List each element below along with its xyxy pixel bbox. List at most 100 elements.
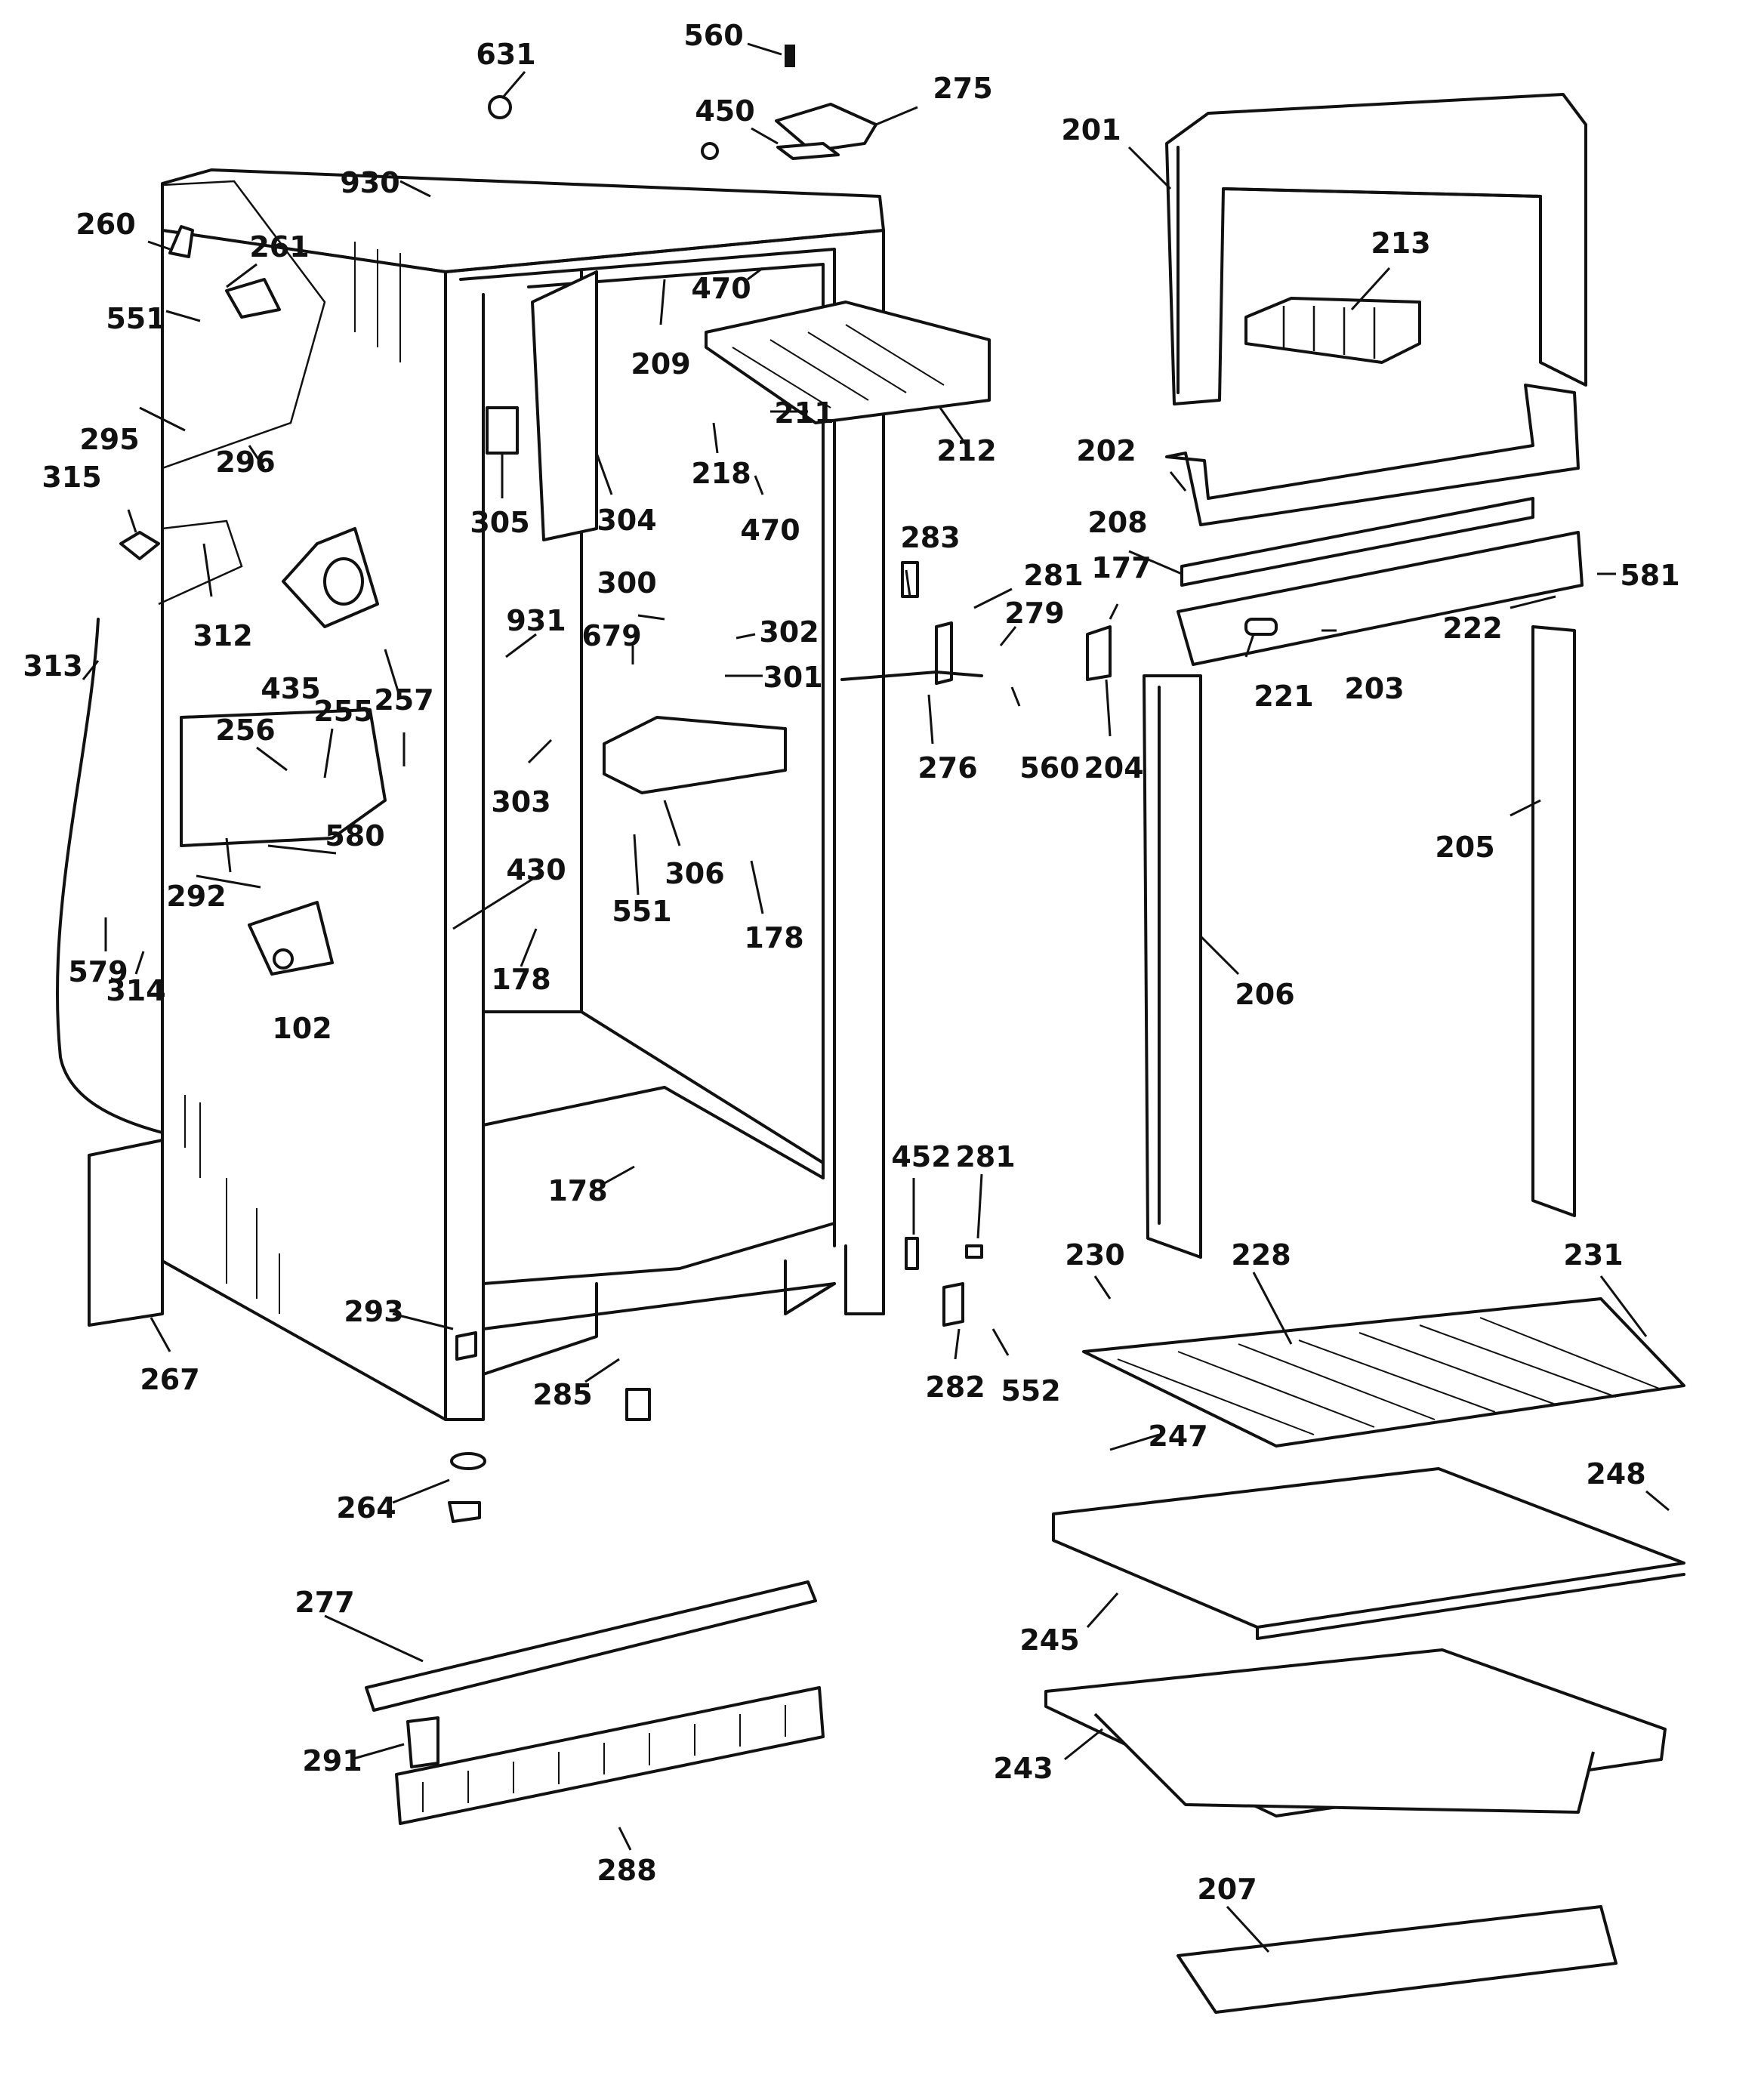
- label-679: 679: [581, 619, 641, 652]
- label-205: 205: [1435, 831, 1494, 864]
- label-295: 295: [79, 423, 139, 456]
- label-288: 288: [597, 1854, 656, 1887]
- label-303: 303: [491, 785, 550, 819]
- label-579: 579: [68, 955, 128, 988]
- label-470-top: 470: [691, 272, 751, 305]
- left-small-parts: [56, 225, 651, 1523]
- label-302: 302: [759, 615, 819, 649]
- label-551-left: 551: [106, 302, 165, 335]
- label-264: 264: [336, 1491, 396, 1525]
- label-315: 315: [42, 461, 101, 494]
- label-206: 206: [1235, 978, 1294, 1011]
- label-260: 260: [76, 208, 135, 241]
- label-306: 306: [665, 857, 724, 890]
- label-218: 218: [691, 457, 751, 490]
- label-931: 931: [506, 604, 566, 637]
- label-285: 285: [532, 1378, 592, 1411]
- label-631: 631: [476, 38, 535, 71]
- label-204: 204: [1084, 751, 1143, 785]
- label-212: 212: [936, 434, 996, 467]
- label-452: 452: [891, 1140, 951, 1173]
- label-552: 552: [1001, 1374, 1060, 1407]
- label-178-right: 178: [744, 921, 803, 954]
- crisper-pan: [1044, 1648, 1667, 1817]
- label-313: 313: [23, 649, 82, 683]
- label-430: 430: [506, 853, 566, 886]
- label-257: 257: [374, 683, 433, 717]
- label-277: 277: [295, 1586, 354, 1619]
- control-housing: [486, 270, 598, 541]
- label-470-mid: 470: [740, 513, 800, 547]
- label-435: 435: [261, 672, 320, 705]
- mullion-strips: [1177, 497, 1584, 666]
- top-hinge-assembly: [488, 45, 877, 160]
- label-450: 450: [695, 94, 754, 128]
- label-305: 305: [470, 506, 529, 539]
- label-282: 282: [925, 1370, 985, 1404]
- label-581: 581: [1620, 559, 1679, 592]
- part-labels: 631 560 275 450 201 213 930 260 261 470 …: [23, 19, 1679, 1906]
- label-301: 301: [763, 661, 822, 694]
- label-202: 202: [1076, 434, 1136, 467]
- label-560-top: 560: [683, 19, 743, 52]
- label-222: 222: [1442, 612, 1502, 645]
- label-283: 283: [900, 521, 960, 554]
- label-213: 213: [1371, 227, 1430, 260]
- freezer-door-shelf: [1165, 384, 1580, 526]
- label-228: 228: [1231, 1238, 1291, 1272]
- label-580: 580: [325, 819, 384, 852]
- label-255: 255: [313, 695, 373, 728]
- label-247: 247: [1148, 1420, 1207, 1453]
- label-275: 275: [933, 72, 992, 105]
- toe-grille: [395, 1686, 825, 1825]
- label-291: 291: [302, 1744, 362, 1777]
- label-208: 208: [1087, 506, 1147, 539]
- label-312: 312: [193, 619, 252, 652]
- label-560-mid: 560: [1019, 751, 1079, 785]
- label-209: 209: [631, 347, 690, 381]
- label-256: 256: [215, 714, 275, 747]
- label-296: 296: [215, 446, 275, 479]
- label-300: 300: [597, 566, 656, 600]
- label-279: 279: [1004, 597, 1064, 630]
- middle-hinge-parts: [840, 561, 1112, 685]
- ice-tray: [1244, 297, 1421, 364]
- label-304: 304: [597, 504, 656, 537]
- thermostat-module: [603, 716, 787, 794]
- door-side-panels: [1143, 625, 1576, 1259]
- label-178-floor: 178: [547, 1174, 607, 1207]
- label-177: 177: [1091, 551, 1151, 584]
- freezer-shelf: [705, 301, 991, 424]
- label-203: 203: [1344, 672, 1404, 705]
- dairy-door-bin: [1177, 1905, 1618, 2014]
- label-178-mid: 178: [491, 963, 550, 996]
- label-230: 230: [1065, 1238, 1124, 1272]
- label-261: 261: [249, 230, 309, 264]
- label-276: 276: [917, 751, 977, 785]
- label-293: 293: [344, 1295, 403, 1328]
- label-245: 245: [1019, 1623, 1079, 1657]
- label-551-mid: 551: [612, 895, 671, 928]
- label-281-mid: 281: [1023, 559, 1083, 592]
- label-201: 201: [1061, 113, 1121, 146]
- label-231: 231: [1563, 1238, 1623, 1272]
- cabinet-cutout-outline: [158, 180, 326, 606]
- label-930: 930: [340, 166, 399, 199]
- label-248: 248: [1586, 1457, 1645, 1491]
- label-243: 243: [993, 1752, 1053, 1785]
- crisper-cover: [1052, 1467, 1685, 1640]
- label-292: 292: [166, 880, 226, 913]
- label-314: 314: [106, 974, 165, 1007]
- leader-lines: [82, 42, 1670, 1953]
- label-267: 267: [140, 1363, 199, 1396]
- label-207: 207: [1197, 1873, 1257, 1906]
- lower-hinge-parts: [905, 1237, 983, 1327]
- wire-shelf: [1082, 1297, 1685, 1448]
- label-102: 102: [272, 1012, 332, 1045]
- grille-clip: [406, 1716, 439, 1768]
- label-221: 221: [1254, 680, 1313, 713]
- bottom-rail: [365, 1580, 817, 1712]
- freezer-door-frame: [1165, 93, 1587, 405]
- label-211: 211: [774, 396, 834, 430]
